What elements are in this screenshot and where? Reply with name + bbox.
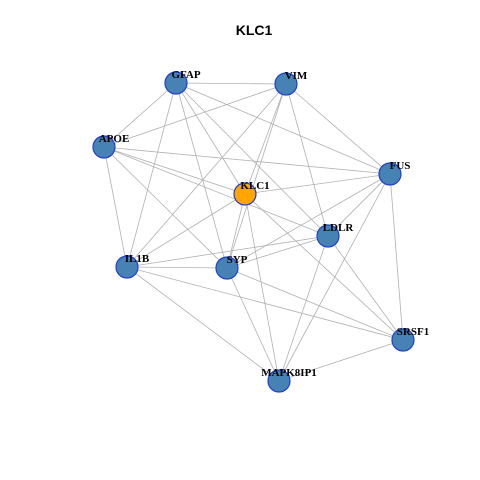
node-label-gfap: GFAP <box>171 69 200 81</box>
edge-gfap-il1b <box>126 82 177 268</box>
edge-ldlr-mapk8ip1 <box>278 235 329 382</box>
edges-layer <box>103 82 404 382</box>
edge-klc1-fus <box>244 173 391 195</box>
edge-gfap-syp <box>175 82 228 269</box>
edge-klc1-srsf1 <box>244 193 404 341</box>
node-label-apoe: APOE <box>99 133 130 145</box>
edge-il1b-mapk8ip1 <box>126 266 280 382</box>
edge-gfap-ldlr <box>175 82 329 237</box>
edge-klc1-il1b <box>126 193 246 268</box>
edge-ldlr-srsf1 <box>327 235 404 341</box>
node-label-srsf1: SRSF1 <box>397 326 429 338</box>
node-label-syp: SYP <box>227 254 248 266</box>
edge-ldlr-il1b <box>126 235 329 268</box>
chart-title: KLC1 <box>236 22 273 38</box>
node-label-fus: FUS <box>390 160 411 172</box>
edge-il1b-syp <box>126 266 228 269</box>
edge-ldlr-syp <box>226 235 329 269</box>
nodes-layer <box>92 71 415 393</box>
edge-apoe-fus <box>103 146 391 175</box>
node-vim <box>274 72 298 96</box>
edge-gfap-fus <box>175 82 391 175</box>
node-label-vim: VIM <box>285 70 308 82</box>
node-gfap <box>164 71 188 95</box>
node-label-ldlr: LDLR <box>323 222 355 234</box>
node-srsf1 <box>391 328 415 352</box>
node-label-il1b: IL1B <box>125 253 150 265</box>
node-ldlr <box>316 224 340 248</box>
edge-vim-apoe <box>103 83 287 148</box>
edge-vim-klc1 <box>244 83 287 195</box>
node-il1b <box>115 255 139 279</box>
edge-gfap-apoe <box>103 82 177 148</box>
edge-fus-syp <box>226 173 391 269</box>
edge-fus-mapk8ip1 <box>278 173 391 382</box>
edge-srsf1-mapk8ip1 <box>278 339 404 382</box>
edge-klc1-syp <box>226 193 246 269</box>
edge-apoe-ldlr <box>103 146 329 237</box>
edge-vim-syp <box>226 83 287 269</box>
edge-vim-ldlr <box>285 83 329 237</box>
node-apoe <box>92 135 116 159</box>
edge-klc1-mapk8ip1 <box>244 193 280 382</box>
edge-gfap-klc1 <box>175 82 246 195</box>
edge-vim-il1b <box>126 83 287 268</box>
edge-il1b-srsf1 <box>126 266 404 341</box>
node-label-mapk8ip1: MAPK8IP1 <box>261 367 317 379</box>
edge-apoe-klc1 <box>103 146 246 195</box>
labels-layer: GFAP VIM APOE KLC1 FUS LDLR IL1B SYP SRSF1MAPK8I… <box>99 69 429 379</box>
node-label-klc1: KLC1 <box>240 180 269 192</box>
edge-syp-srsf1 <box>226 267 404 341</box>
edge-apoe-syp <box>103 146 228 269</box>
edge-syp-mapk8ip1 <box>226 267 280 382</box>
node-klc1 <box>233 182 257 206</box>
node-fus <box>378 162 402 186</box>
edge-fus-ldlr <box>327 173 391 237</box>
edge-apoe-il1b <box>103 146 128 268</box>
edge-vim-fus <box>285 83 391 175</box>
node-syp <box>215 256 239 280</box>
edge-fus-srsf1 <box>389 173 404 341</box>
node-mapk8ip1 <box>267 369 291 393</box>
edge-gfap-vim <box>175 82 287 85</box>
